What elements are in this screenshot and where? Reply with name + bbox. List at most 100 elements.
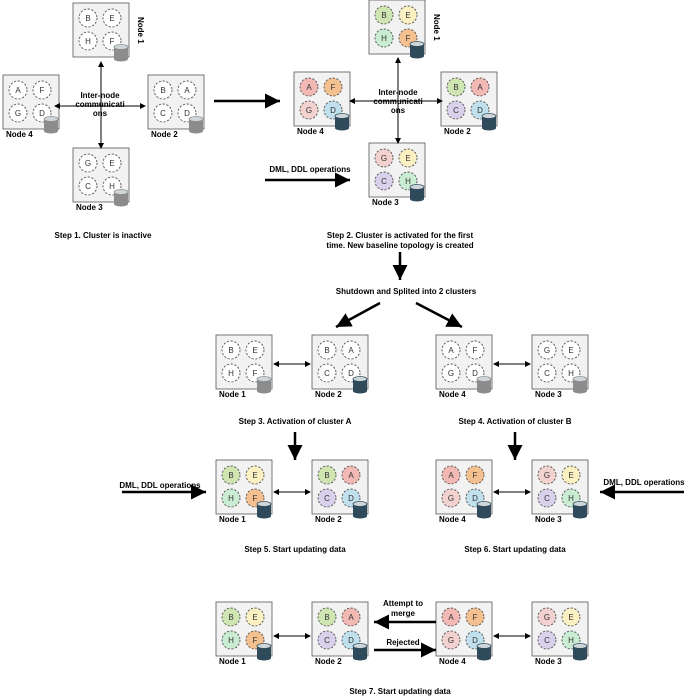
- partition-g: G: [537, 340, 557, 360]
- svg-text:G: G: [306, 106, 312, 115]
- svg-text:C: C: [544, 494, 550, 503]
- partition-c: C: [317, 488, 337, 508]
- svg-text:G: G: [448, 494, 454, 503]
- svg-text:A: A: [448, 471, 454, 480]
- svg-text:F: F: [331, 83, 336, 92]
- svg-text:H: H: [228, 494, 234, 503]
- partition-e: E: [398, 5, 418, 25]
- svg-text:A: A: [306, 83, 312, 92]
- database-icon: [476, 643, 492, 661]
- node-node-2-6: B A C D Node 2: [440, 71, 498, 136]
- partition-h: H: [221, 363, 241, 383]
- svg-text:A: A: [477, 83, 483, 92]
- database-icon: [352, 501, 368, 519]
- partition-b: B: [221, 465, 241, 485]
- partition-f: F: [323, 77, 343, 97]
- svg-text:B: B: [228, 471, 233, 480]
- svg-text:B: B: [453, 83, 458, 92]
- partition-h: H: [221, 488, 241, 508]
- database-icon: [256, 501, 272, 519]
- svg-text:C: C: [453, 106, 459, 115]
- svg-text:E: E: [252, 471, 257, 480]
- step2-caption-1: Step 2. Cluster is activated for the fir…: [327, 231, 474, 240]
- svg-text:D: D: [348, 369, 354, 378]
- svg-text:B: B: [85, 14, 90, 23]
- node-label: Node 3: [76, 203, 103, 212]
- node-label: Node 1: [219, 515, 246, 524]
- svg-text:H: H: [85, 37, 91, 46]
- database-icon: [352, 376, 368, 394]
- partition-g: G: [441, 363, 461, 383]
- inter-node-label-s2-2: communicati: [373, 97, 422, 106]
- svg-text:D: D: [330, 106, 336, 115]
- svg-text:B: B: [381, 11, 386, 20]
- database-icon: [476, 376, 492, 394]
- svg-text:H: H: [381, 34, 387, 43]
- database-icon: [334, 113, 350, 131]
- svg-text:F: F: [253, 494, 258, 503]
- svg-text:H: H: [109, 182, 115, 191]
- svg-text:D: D: [348, 636, 354, 645]
- partition-c: C: [78, 176, 98, 196]
- inter-node-label-1: Inter-node: [80, 91, 120, 100]
- svg-text:E: E: [109, 14, 114, 23]
- node-label: Node 1: [219, 390, 246, 399]
- database-icon: [352, 643, 368, 661]
- partition-a: A: [470, 77, 490, 97]
- node-label: Node 4: [439, 515, 466, 524]
- svg-text:D: D: [477, 106, 483, 115]
- step3-caption: Step 3. Activation of cluster A: [239, 417, 352, 426]
- partition-g: G: [441, 630, 461, 650]
- dml-label-step6: DML, DDL operations: [603, 478, 685, 487]
- inter-node-label-s2-3: ons: [391, 106, 406, 115]
- partition-a: A: [441, 607, 461, 627]
- partition-e: E: [245, 340, 265, 360]
- shutdown-label: Shutdown and Splited into 2 clusters: [336, 287, 477, 296]
- partition-b: B: [153, 80, 173, 100]
- partition-e: E: [102, 153, 122, 173]
- partition-a: A: [341, 465, 361, 485]
- partition-g: G: [8, 103, 28, 123]
- dml-label-step5: DML, DDL operations: [119, 481, 201, 490]
- partition-c: C: [317, 630, 337, 650]
- svg-text:A: A: [184, 86, 190, 95]
- partition-b: B: [78, 8, 98, 28]
- svg-text:E: E: [568, 346, 573, 355]
- svg-text:H: H: [568, 494, 574, 503]
- database-icon: [572, 376, 588, 394]
- svg-text:A: A: [348, 346, 354, 355]
- partition-g: G: [78, 153, 98, 173]
- svg-text:E: E: [568, 471, 573, 480]
- partition-a: A: [441, 340, 461, 360]
- node-label: Node 2: [444, 127, 471, 136]
- partition-g: G: [374, 148, 394, 168]
- node-label: Node 3: [535, 390, 562, 399]
- partition-c: C: [374, 171, 394, 191]
- svg-text:A: A: [448, 613, 454, 622]
- svg-text:D: D: [39, 109, 45, 118]
- partition-h: H: [374, 28, 394, 48]
- inter-node-label-2: communicati: [75, 100, 124, 109]
- partition-f: F: [465, 607, 485, 627]
- partition-c: C: [317, 363, 337, 383]
- partition-e: E: [102, 8, 122, 28]
- svg-text:F: F: [473, 471, 478, 480]
- partition-c: C: [537, 488, 557, 508]
- partition-a: A: [299, 77, 319, 97]
- svg-text:E: E: [405, 154, 410, 163]
- labels-layer: Inter-node communicati ons Inter-node co…: [55, 88, 686, 696]
- svg-text:F: F: [253, 636, 258, 645]
- node-label: Node 3: [372, 198, 399, 207]
- svg-text:H: H: [568, 636, 574, 645]
- svg-text:D: D: [348, 494, 354, 503]
- partition-b: B: [221, 340, 241, 360]
